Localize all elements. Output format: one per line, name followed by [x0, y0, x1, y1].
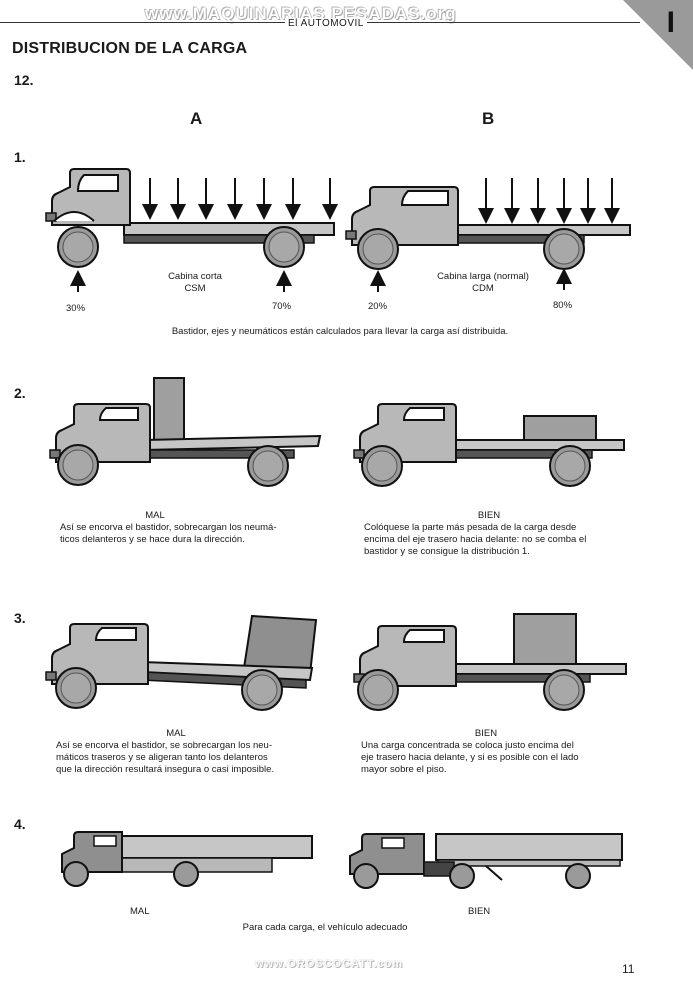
truck-1a-label-line1: Cabina corta: [168, 271, 222, 282]
truck-3b-good-load: [353, 613, 627, 711]
running-title: El AUTOMOVIL: [285, 18, 367, 29]
section-2a-explanation: MAL Así se encorva el bastidor, sobrecar…: [60, 510, 310, 546]
truck-1b-label: Cabina larga (normal) CDM: [418, 271, 548, 295]
column-b-heading: B: [482, 109, 495, 128]
page-title: DISTRIBUCION DE LA CARGA: [12, 40, 248, 57]
section-2a-verdict: MAL: [145, 510, 165, 521]
load-arrows-1b: [478, 178, 620, 224]
watermark-top: www.MAQUINARIAS PESADAS.org: [145, 4, 457, 23]
chapter-tab-label: I: [666, 6, 675, 39]
section-3a-text-line3: que la dirección resultará insegura o ca…: [56, 764, 275, 775]
truck-2b-good-load: [353, 403, 625, 487]
column-a-heading: A: [190, 109, 203, 128]
section-3b-text-line3: mayor sobre el piso.: [361, 764, 447, 775]
truck-4b-tractor-trailer: [349, 833, 623, 889]
section-2b-verdict: BIEN: [477, 510, 501, 521]
truck-1b-rear-percent: 80%: [553, 300, 573, 311]
reaction-arrow-front-1a: [70, 270, 86, 292]
watermark-bottom: www.OROSCOCATT.com: [255, 958, 404, 970]
truck-2a-bad-load: [49, 377, 322, 487]
truck-1a-front-percent: 30%: [66, 303, 86, 314]
truck-1a-rear-percent: 70%: [272, 301, 292, 312]
page-number: 11: [622, 962, 635, 976]
load-arrows-1a: [142, 178, 338, 220]
section-3a-text-line2: máticos traseros y se aligeran tanto los…: [56, 752, 268, 763]
section-4-caption: Para cada carga, el vehículo adecuado: [242, 922, 408, 933]
figure-number: 12.: [14, 72, 34, 88]
section-2b-explanation: BIEN Colóquese la parte más pesada de la…: [364, 510, 624, 558]
section-3a-explanation: MAL Así se encorva el bastidor, se sobre…: [56, 728, 316, 776]
section-4a-verdict: MAL: [130, 906, 150, 917]
section-3b-text-line1: Una carga concentrada se coloca justo en…: [361, 740, 574, 751]
section-4b-verdict: BIEN: [468, 906, 491, 917]
truck-1a-label: Cabina corta CSM: [150, 271, 240, 295]
truck-1b-label-line1: Cabina larga (normal): [437, 271, 529, 282]
truck-1a-label-line2: CSM: [184, 283, 206, 294]
section-4-number: 4.: [14, 816, 26, 832]
section-2b-text-line1: Colóquese la parte más pesada de la carg…: [364, 522, 577, 533]
truck-1b-label-line2: CDM: [472, 283, 494, 294]
section-3b-verdict: BIEN: [474, 728, 498, 739]
truck-3a-bad-load: [45, 614, 318, 711]
reaction-arrow-front-1b: [370, 270, 386, 292]
section-2-number: 2.: [14, 385, 26, 401]
section-3b-text-line2: eje trasero hacia delante, y si es posib…: [361, 752, 579, 763]
truck-1b-long-cab: [345, 186, 631, 270]
section-3a-text-line1: Así se encorva el bastidor, se sobrecarg…: [56, 740, 272, 751]
section-1-caption: Bastidor, ejes y neumáticos están calcul…: [171, 326, 509, 337]
section-3b-explanation: BIEN Una carga concentrada se coloca jus…: [361, 728, 621, 776]
section-3a-verdict: MAL: [166, 728, 186, 739]
truck-4a-rigid-truck: [61, 831, 313, 887]
section-2b-text-line2: encima del eje trasero hacia delante: no…: [364, 534, 587, 545]
section-3-number: 3.: [14, 610, 26, 626]
section-2a-text-line1: Así se encorva el bastidor, sobrecargan …: [60, 522, 277, 533]
section-2a-text-line2: ticos delanteros y se hace dura la direc…: [60, 534, 245, 545]
reaction-arrow-rear-1b: [556, 268, 572, 290]
section-1-number: 1.: [14, 149, 26, 165]
truck-1a-short-cab: [45, 168, 335, 268]
section-2b-text-line3: bastidor y se consigue la distribución 1…: [364, 546, 530, 557]
truck-1b-front-percent: 20%: [368, 301, 388, 312]
reaction-arrow-rear-1a: [276, 270, 292, 292]
chapter-tab: [623, 0, 693, 70]
